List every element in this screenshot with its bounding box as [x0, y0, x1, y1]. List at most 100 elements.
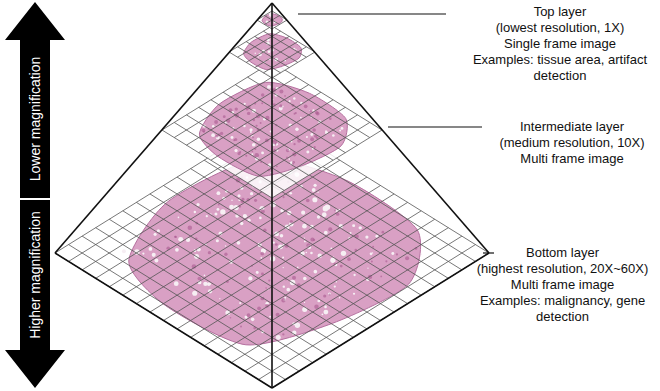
tissue-stain — [275, 243, 278, 246]
tissue-gap — [286, 288, 290, 292]
pyramid-edge — [272, 3, 489, 253]
tissue-gap — [289, 192, 292, 195]
layer-description: Intermediate layer(medium resolution, 10… — [488, 119, 656, 167]
tissue-gap — [309, 110, 311, 112]
tissue-stain — [257, 306, 261, 310]
grid-line — [162, 130, 272, 198]
tissue-stain — [218, 204, 220, 206]
tissue-stain — [312, 128, 316, 132]
tissue-gap — [231, 199, 233, 201]
grid-line — [257, 20, 272, 29]
tissue-gap — [302, 224, 307, 229]
tissue-stain — [202, 128, 206, 132]
tissue-stain — [314, 304, 319, 309]
magnification-arrow: Lower magnification — [5, 2, 65, 198]
tissue-gap — [367, 268, 368, 269]
tissue-gap — [220, 209, 225, 214]
grid-line — [136, 202, 353, 337]
tissue-gap — [152, 253, 156, 257]
grid-line — [199, 85, 309, 153]
tissue-stain — [313, 239, 315, 241]
tissue-stain — [265, 287, 267, 289]
layer-note: Intermediate layer — [520, 119, 624, 135]
tissue-gap — [359, 226, 362, 229]
tissue-stain — [283, 196, 285, 198]
tissue-gap — [289, 100, 291, 102]
tissue-stain — [306, 199, 310, 203]
tissue-gap — [322, 212, 327, 217]
tissue-stain — [279, 90, 283, 94]
tissue-gap — [317, 215, 320, 218]
grid-line — [96, 228, 313, 363]
tissue-gap — [204, 275, 206, 277]
tissue-stain — [203, 131, 205, 133]
tissue-gap — [267, 85, 271, 89]
grid-line — [69, 245, 286, 380]
tissue-stain — [279, 104, 282, 107]
tissue-gap — [304, 237, 305, 238]
tissue-gap — [310, 252, 313, 255]
arrow-label: Higher magnification — [28, 211, 42, 339]
tissue-gap — [257, 56, 258, 57]
tissue-gap — [249, 128, 252, 131]
tissue-gap — [324, 231, 328, 235]
leader-line — [483, 252, 494, 253]
tissue-stain — [316, 112, 320, 116]
tissue-gap — [325, 204, 330, 209]
tissue-stain — [252, 151, 254, 153]
tissue-stain — [188, 225, 193, 230]
grid-line — [255, 36, 298, 62]
tissue-gap — [339, 297, 340, 298]
grid-line — [211, 92, 321, 160]
tissue-gap — [341, 127, 344, 130]
grid-line — [162, 62, 272, 130]
tissue-gap — [239, 302, 241, 304]
tissue-stain — [282, 333, 284, 335]
tissue-gap — [219, 298, 220, 299]
grid-line — [272, 130, 382, 198]
tissue-gap — [251, 318, 255, 322]
tissue-gap — [302, 307, 307, 312]
tissue-stain — [382, 231, 385, 234]
layer-description: Bottom layer(highest resolution, 20X~60X… — [470, 245, 655, 325]
tissue-stain — [208, 251, 211, 254]
tissue-stain — [323, 294, 326, 297]
magnification-arrow: Higher magnification — [5, 200, 65, 388]
layer-description: Top layer(lowest resolution, 1X)Single f… — [466, 4, 654, 84]
tissue-gap — [293, 97, 295, 99]
tissue-gap — [306, 150, 309, 153]
tissue-gap — [217, 191, 221, 195]
tissue-gap — [268, 50, 271, 53]
pyramid-edge — [55, 253, 272, 388]
tissue-stain — [405, 256, 409, 260]
grid-line — [246, 36, 289, 62]
leader-line — [388, 126, 482, 127]
tissue-gap — [332, 134, 335, 137]
tissue-stain — [260, 122, 262, 124]
grid-line — [186, 115, 296, 183]
tissue-gap — [353, 274, 355, 276]
grid-line — [238, 47, 281, 73]
tissue-gap — [248, 276, 252, 280]
tissue-gap — [321, 313, 323, 315]
tissue-gap — [276, 335, 281, 340]
layer-note: Examples: tissue area, artifact detectio… — [466, 52, 654, 84]
tissue-gap — [211, 133, 215, 137]
tissue-stain — [174, 236, 176, 238]
grid-line — [218, 219, 435, 354]
tissue-stain — [329, 117, 332, 120]
tissue-stain — [224, 253, 227, 256]
grid-line — [191, 202, 408, 337]
tissue-stain — [175, 236, 177, 238]
grid-line — [258, 245, 475, 380]
tissue-stain — [396, 253, 398, 255]
layer-note: (lowest resolution, 1X) — [496, 20, 625, 36]
tissue-stain — [281, 298, 285, 302]
tissue-gap — [217, 208, 220, 211]
tissue-gap — [231, 136, 234, 139]
tissue-stain — [234, 138, 237, 141]
grid-line — [229, 26, 272, 52]
tissue-gap — [216, 239, 219, 242]
tissue-stain — [233, 139, 235, 141]
